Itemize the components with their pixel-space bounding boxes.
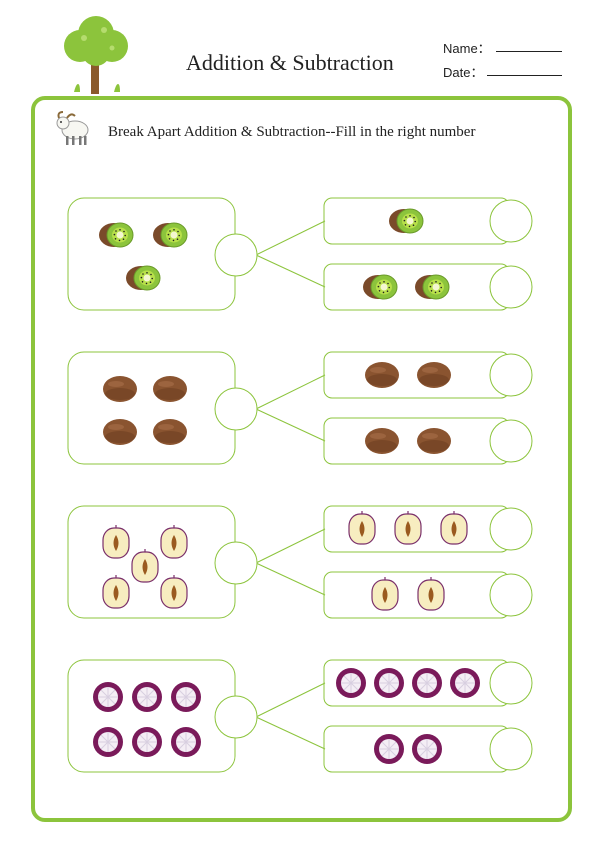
mangosteen-icon [131, 726, 163, 758]
part-group-box [323, 351, 510, 399]
plum-half-icon [102, 524, 130, 559]
part-answer-circle[interactable] [489, 573, 533, 617]
total-answer-circle[interactable] [214, 695, 258, 739]
part-answer-circle[interactable] [489, 661, 533, 705]
total-answer-circle[interactable] [214, 541, 258, 585]
kiwi-whole-icon [153, 376, 187, 402]
connector-line [255, 562, 326, 596]
plum-half-icon [102, 574, 130, 609]
kiwi-half-icon [125, 265, 161, 291]
kiwi-half-icon [414, 274, 450, 300]
mangosteen-icon [170, 726, 202, 758]
mangosteen-icon [449, 667, 481, 699]
part-group-box [323, 571, 510, 619]
page-title: Addition & Subtraction [186, 50, 394, 75]
kiwi-whole-icon [365, 362, 399, 388]
connector-line [255, 682, 326, 718]
date-label: Date： [443, 65, 484, 80]
plum-half-icon [131, 548, 159, 583]
connector-line [255, 374, 326, 410]
name-field[interactable] [496, 51, 562, 52]
kiwi-whole-icon [417, 362, 451, 388]
kiwi-half-icon [152, 222, 188, 248]
connector-line [255, 220, 326, 256]
connector-line [255, 716, 326, 750]
mangosteen-icon [411, 667, 443, 699]
mangosteen-icon [92, 681, 124, 713]
plum-half-icon [440, 510, 468, 545]
mangosteen-icon [92, 726, 124, 758]
part-answer-circle[interactable] [489, 507, 533, 551]
connector-line [255, 254, 326, 288]
whole-group-box [67, 197, 236, 311]
kiwi-whole-icon [365, 428, 399, 454]
total-answer-circle[interactable] [214, 387, 258, 431]
kiwi-whole-icon [417, 428, 451, 454]
instruction-text: Break Apart Addition & Subtraction--Fill… [108, 124, 476, 140]
plum-half-icon [394, 510, 422, 545]
plum-half-icon [160, 524, 188, 559]
kiwi-whole-icon [103, 376, 137, 402]
mangosteen-icon [373, 667, 405, 699]
mangosteen-icon [373, 733, 405, 765]
kiwi-half-icon [362, 274, 398, 300]
kiwi-half-icon [98, 222, 134, 248]
worksheet-frame [31, 96, 572, 822]
plum-half-icon [160, 574, 188, 609]
mangosteen-icon [335, 667, 367, 699]
date-field[interactable] [487, 75, 562, 76]
tree-icon [64, 16, 128, 94]
part-answer-circle[interactable] [489, 265, 533, 309]
name-label: Name： [443, 41, 491, 56]
whole-group-box [67, 351, 236, 465]
plum-half-icon [348, 510, 376, 545]
plum-half-icon [371, 576, 399, 611]
part-answer-circle[interactable] [489, 199, 533, 243]
mangosteen-icon [131, 681, 163, 713]
part-answer-circle[interactable] [489, 727, 533, 771]
connector-line [255, 528, 326, 564]
connector-line [255, 408, 326, 442]
kiwi-whole-icon [103, 419, 137, 445]
kiwi-whole-icon [153, 419, 187, 445]
total-answer-circle[interactable] [214, 233, 258, 277]
mangosteen-icon [411, 733, 443, 765]
mangosteen-icon [170, 681, 202, 713]
kiwi-half-icon [388, 208, 424, 234]
part-group-box [323, 417, 510, 465]
plum-half-icon [417, 576, 445, 611]
part-answer-circle[interactable] [489, 353, 533, 397]
part-answer-circle[interactable] [489, 419, 533, 463]
